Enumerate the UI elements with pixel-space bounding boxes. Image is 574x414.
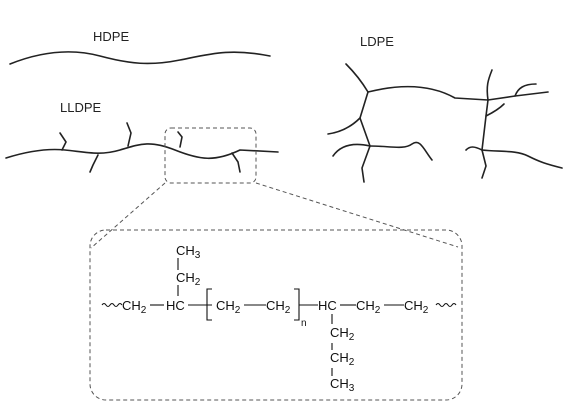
ch2-group: CH2 xyxy=(216,298,241,316)
hdpe-label: HDPE xyxy=(93,29,129,44)
ldpe-branch xyxy=(485,103,505,117)
repeat-bracket-left xyxy=(206,288,212,321)
ch2-group: CH2 xyxy=(176,270,201,288)
ch3-group: CH3 xyxy=(330,376,355,394)
lldpe-branch xyxy=(89,154,99,173)
ch2-group: CH2 xyxy=(404,298,429,316)
lldpe-branch xyxy=(177,131,183,148)
ldpe-branch xyxy=(486,69,493,101)
ch2-group: CH2 xyxy=(266,298,291,316)
wavy-bond-right xyxy=(435,302,457,308)
zoom-box xyxy=(164,127,257,184)
ldpe-branch xyxy=(481,99,489,179)
lldpe-branch xyxy=(59,132,67,151)
repeat-index-n: n xyxy=(301,318,307,329)
zoom-connector-left xyxy=(90,182,166,249)
wavy-bond-left xyxy=(101,302,123,308)
ch2-group: CH2 xyxy=(356,298,381,316)
lldpe-label: LLDPE xyxy=(60,100,102,115)
ldpe-branch xyxy=(332,143,371,157)
ldpe-branch xyxy=(345,63,371,183)
ldpe-molecule xyxy=(327,63,563,183)
hc-group: HC xyxy=(166,298,185,313)
ch2-group: CH2 xyxy=(330,350,355,368)
hdpe-chain xyxy=(9,51,271,65)
ldpe-label: LDPE xyxy=(360,34,394,49)
ldpe-branch xyxy=(465,146,483,151)
ldpe-main-chain xyxy=(367,85,549,101)
ch3-group: CH3 xyxy=(176,243,201,261)
ch2-group: CH2 xyxy=(122,298,147,316)
lldpe-branch xyxy=(231,152,241,173)
ldpe-branch xyxy=(369,141,433,161)
formula-box xyxy=(89,229,463,401)
lldpe-molecule xyxy=(5,122,279,173)
repeat-bracket-right xyxy=(294,288,300,321)
ch2-group: CH2 xyxy=(330,325,355,343)
lldpe-main-chain xyxy=(5,143,279,160)
hc-group: HC xyxy=(318,298,337,313)
zoom-connector-right xyxy=(255,182,459,248)
lldpe-branch xyxy=(126,122,132,147)
ldpe-branch xyxy=(327,117,361,135)
ldpe-branch xyxy=(481,149,563,169)
lldpe-structural-formula: CH2 HC CH2 CH2 n HC CH2 CH2 CH2 CH3 CH2 … xyxy=(101,243,457,394)
ldpe-branch xyxy=(514,83,537,97)
